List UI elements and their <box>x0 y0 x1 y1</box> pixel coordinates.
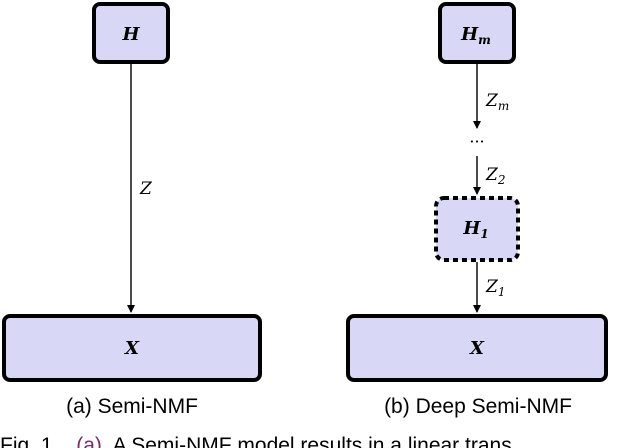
node-x <box>2 314 262 382</box>
node-x-label: X <box>124 338 140 359</box>
edge-z2-label: Z2 <box>485 165 505 187</box>
node-x-deep <box>346 314 608 382</box>
node-h1 <box>434 196 520 262</box>
edge-zm-sub: m <box>498 99 509 113</box>
figure-caption-prefix: Fig. 1. <box>0 434 58 448</box>
caption-deep-semi-nmf: (b) Deep Semi-NMF <box>384 395 572 418</box>
node-h1-base: H <box>462 218 481 239</box>
edge-z2-base: Z <box>485 165 499 185</box>
deep-semi-nmf-diagram: Hm Zm ··· Z2 H1 Z1 X (b) Deep Semi-NMF <box>346 2 608 418</box>
ellipsis: ··· <box>469 132 484 151</box>
semi-nmf-diagram: H Z X (a) Semi-NMF <box>2 2 262 418</box>
edge-z-label: Z <box>139 179 153 199</box>
figure-caption: Fig. 1. (a) A Semi-NMF model results in … <box>0 434 512 448</box>
node-hm-base: H <box>460 24 479 45</box>
node-h1-label: H1 <box>462 218 488 241</box>
edge-z1-sub: 1 <box>498 285 506 299</box>
edge-z1-base: Z <box>485 277 499 297</box>
node-hm-sub: m <box>478 33 491 47</box>
node-x-deep-label: X <box>469 338 485 359</box>
node-h-label: H <box>121 24 140 45</box>
edge-zm-base: Z <box>485 91 499 111</box>
figure-caption-ref[interactable]: (a) <box>76 434 102 448</box>
node-hm-label: Hm <box>460 24 491 47</box>
caption-semi-nmf: (a) Semi-NMF <box>66 395 198 418</box>
edge-zm-label: Zm <box>485 91 509 113</box>
figure-caption-text: A Semi-NMF model results in a linear tra… <box>113 434 512 448</box>
edge-z2-sub: 2 <box>497 173 506 187</box>
edge-z1-label: Z1 <box>485 277 505 299</box>
node-h1-sub: 1 <box>480 227 488 241</box>
